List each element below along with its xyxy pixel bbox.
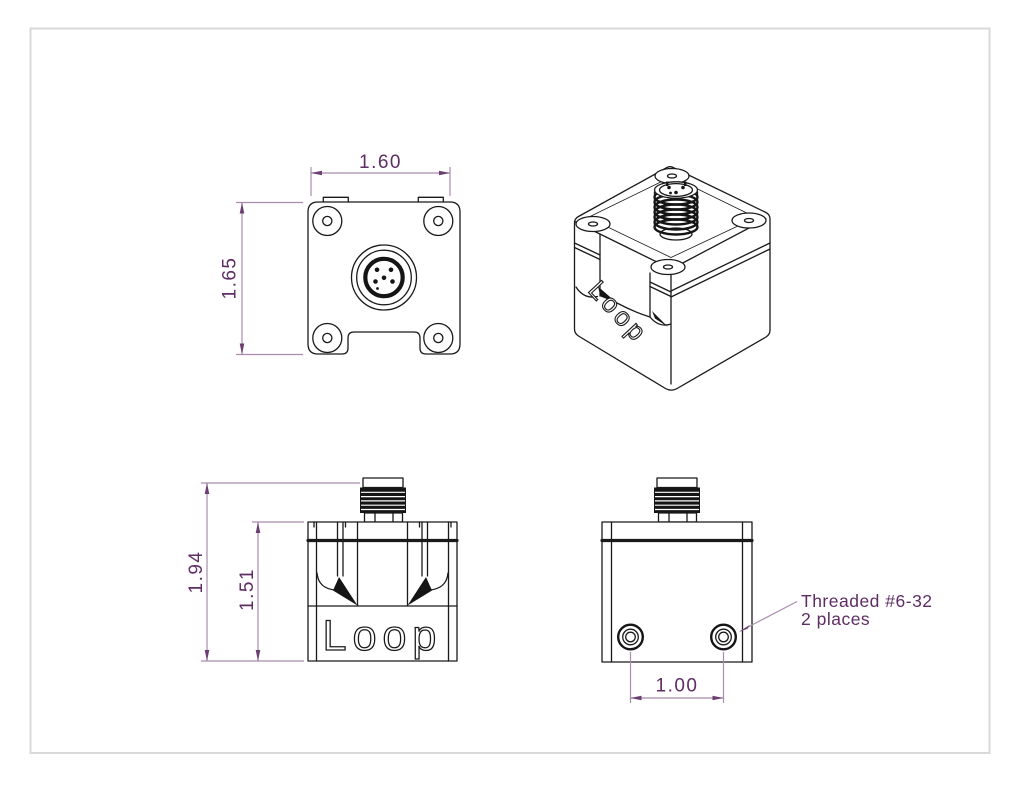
front-chamfer-wedge-left <box>333 577 358 606</box>
dimension-hole-spacing: 1.00 <box>629 652 725 703</box>
iso-left-post <box>573 233 617 303</box>
dim-hole-spacing-value: 1.00 <box>656 676 699 697</box>
sheet-border <box>29 27 991 754</box>
back-threaded-holes <box>617 623 738 651</box>
dimension-top-width: 1.60 <box>310 152 451 196</box>
thread-note-line2: 2 places <box>801 609 870 629</box>
view-top <box>307 196 461 355</box>
thread-note-line1: Threaded #6-32 <box>801 591 933 611</box>
front-connector <box>360 477 406 523</box>
front-detail-lines <box>306 521 459 662</box>
top-view-connector <box>350 244 418 311</box>
connector-pins <box>373 267 395 290</box>
iso-center-post <box>616 272 672 327</box>
dimension-front-body-height: 1.51 <box>237 521 304 661</box>
iso-connector-pins <box>666 181 687 195</box>
dim-top-width-value: 1.60 <box>359 152 402 173</box>
back-detail-lines <box>600 521 754 663</box>
dim-front-total-height-value: 1.94 <box>186 551 207 594</box>
thread-note: Threaded #6-32 2 places <box>739 591 933 632</box>
dim-front-body-height-value: 1.51 <box>237 568 258 611</box>
iso-connector <box>653 181 699 241</box>
back-connector <box>654 477 700 523</box>
view-back <box>600 477 754 663</box>
view-front: Loop <box>306 477 459 662</box>
dim-top-height-value: 1.65 <box>220 257 241 300</box>
dimension-top-height: 1.65 <box>220 201 303 356</box>
iso-right-seam <box>670 242 771 298</box>
front-logo-text: Loop <box>323 612 443 660</box>
view-isometric: Loop <box>573 166 771 391</box>
front-chamfer-wedge-right <box>407 577 432 606</box>
top-view-corner-holes <box>312 205 454 354</box>
front-body-outline <box>307 521 458 662</box>
iso-silhouette <box>573 166 771 391</box>
iso-corner-bosses <box>575 167 767 276</box>
dimension-front-total-height: 1.94 <box>186 482 360 662</box>
iso-top-chamfer <box>587 176 757 258</box>
